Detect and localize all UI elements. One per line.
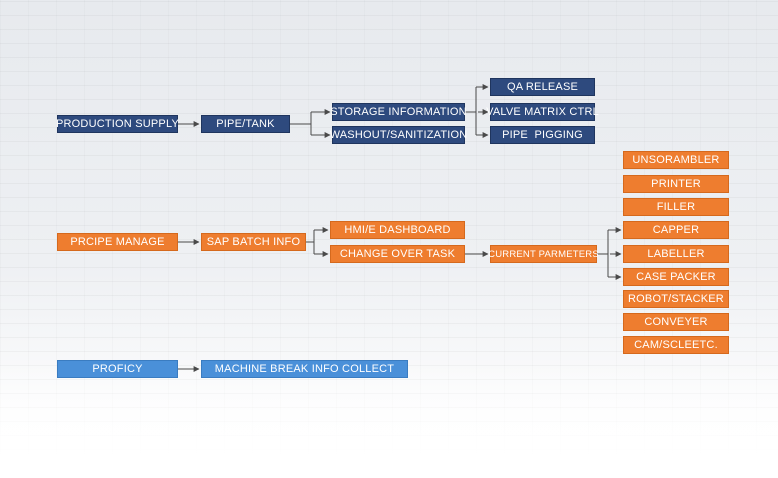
machine-break-info-box: MACHINE BREAK INFO COLLECT <box>201 360 408 378</box>
machine-filler-box: FILLER <box>623 198 729 216</box>
production-supply-box: PRODUCTION SUPPLY <box>56 115 179 133</box>
current-parameters-box: CURRENT PARMETERS <box>488 245 599 263</box>
storage-information-box: STORAGE INFORMATION <box>330 103 467 121</box>
pipe-pigging-box: PIPE PIGGING <box>490 126 595 144</box>
qa-release-box: QA RELEASE <box>490 78 595 96</box>
machine-conveyer-box: CONVEYER <box>623 313 729 331</box>
sap-batch-info-box: SAP BATCH INFO <box>201 233 306 251</box>
machine-unscrambler-box: UNSORAMBLER <box>623 151 729 169</box>
fork-sap-to-hmi-change <box>306 229 326 255</box>
machine-labeller-box: LABELLER <box>623 245 729 263</box>
machine-capper-box: CAPPER <box>623 221 729 239</box>
machine-case-packer-box: CASE PACKER <box>623 268 729 286</box>
fork-pipe-to-storage-washout <box>290 111 329 136</box>
machine-robot-stacker-box: ROBOT/STACKER <box>623 290 729 308</box>
washout-sanitization-box: WASHOUT/SANITIZATION <box>330 126 467 144</box>
pipe-tank-box: PIPE/TANK <box>201 115 290 133</box>
recipe-manage-box: PRCIPE MANAGE <box>57 233 178 251</box>
fork-current-to-machines <box>597 229 618 278</box>
fork-storage-to-qa-valve-pipe <box>465 86 486 136</box>
change-over-task-box: CHANGE OVER TASK <box>330 245 465 263</box>
valve-matrix-ctrl-box: VALVE MATRIX CTRL <box>486 103 599 121</box>
background-fade <box>0 360 778 478</box>
machine-cam-box: CAM/SCLEETC. <box>623 336 729 354</box>
hmi-dashboard-box: HMI/E DASHBOARD <box>330 221 465 239</box>
proficy-box: PROFICY <box>57 360 178 378</box>
machine-printer-box: PRINTER <box>623 175 729 193</box>
